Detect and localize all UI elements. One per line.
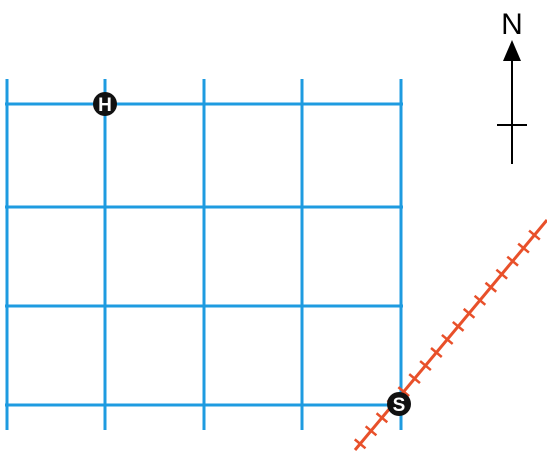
railway-tie (441, 334, 454, 345)
railway-tie (528, 229, 541, 241)
home-marker-label: H (98, 95, 112, 116)
railway-tie (419, 360, 432, 372)
railway-tie (364, 425, 378, 437)
railway-tie (397, 386, 410, 398)
north-arrowhead (503, 40, 521, 61)
station-marker-label: S (393, 395, 406, 416)
home-marker-icon: H (93, 92, 117, 116)
station-marker-icon: S (387, 392, 411, 416)
railway-tie (375, 412, 389, 424)
railway-tie (473, 294, 487, 306)
railway-line (353, 219, 547, 451)
railway-tie (408, 373, 421, 385)
north-label: N (501, 8, 523, 41)
railway-tie (506, 255, 519, 267)
railway-tie (452, 320, 465, 332)
railway-tie (517, 242, 530, 254)
north-arrow-icon: N (497, 8, 527, 164)
railway-tie (484, 281, 498, 293)
railway-track-icon (353, 219, 547, 451)
railway-tie (430, 347, 443, 358)
railway-tie (495, 268, 508, 280)
railway-tie (353, 438, 367, 450)
railway-tie (462, 307, 476, 319)
street-grid (5, 79, 403, 430)
